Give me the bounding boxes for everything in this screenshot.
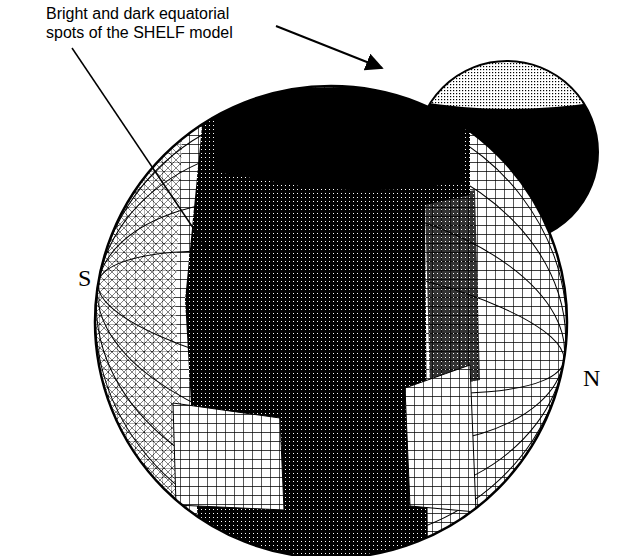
main-sphere: [62, 66, 601, 556]
callout-text: Bright and dark equatorial spots of the …: [46, 4, 266, 42]
leader-line: [72, 48, 212, 256]
leader-arrow: [276, 26, 382, 68]
pole-label: N: [581, 366, 602, 390]
pole-label: S: [76, 266, 93, 290]
